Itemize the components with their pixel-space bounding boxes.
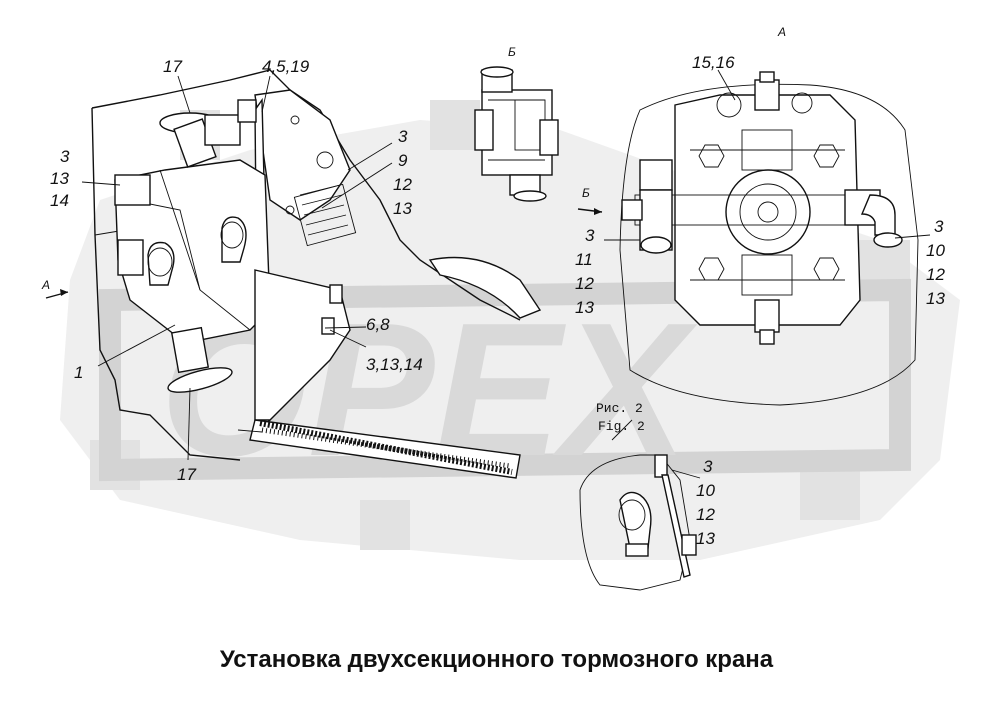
callout-6-8: 6,8 bbox=[366, 315, 390, 334]
figure-ref-en: Fig. 2 bbox=[598, 419, 645, 434]
figure-ref-ru: Рис. 2 bbox=[596, 401, 643, 416]
callout-15-16: 15,16 bbox=[692, 53, 735, 72]
callout-11-r1: 11 bbox=[575, 250, 593, 269]
view-a-drawing: A Б bbox=[577, 25, 919, 406]
callout-3-left: 3 bbox=[60, 147, 70, 166]
view-b-arrow-label: Б bbox=[582, 186, 590, 200]
leader-lines-left bbox=[81, 75, 393, 461]
leader-lines-right bbox=[604, 69, 931, 479]
view-b-drawing: Б bbox=[474, 45, 559, 202]
main-assembly-drawing: A bbox=[41, 69, 542, 479]
callout-1: 1 bbox=[74, 363, 83, 382]
callout-14-left: 14 bbox=[50, 191, 69, 210]
callout-3-r1: 3 bbox=[585, 226, 595, 245]
callout-4-5-19: 4,5,19 bbox=[262, 57, 310, 76]
view-a-title: A bbox=[777, 25, 786, 39]
callout-13-r2: 13 bbox=[926, 289, 945, 308]
callout-13-left: 13 bbox=[50, 169, 69, 188]
view-b-title: Б bbox=[508, 45, 516, 59]
callout-9-mid: 9 bbox=[398, 151, 408, 170]
callout-3-r3: 3 bbox=[703, 457, 713, 476]
diagram-caption: Установка двухсекционного тормозного кра… bbox=[219, 646, 774, 673]
callout-3-r2: 3 bbox=[934, 217, 944, 236]
callout-17-bottom: 17 bbox=[177, 465, 196, 484]
fig2-detail-drawing: Рис. 2 Fig. 2 3 10 12 13 bbox=[579, 401, 715, 591]
callouts-left: 17 4,5,19 3 13 14 3 9 12 13 6,8 3,13,14 … bbox=[50, 57, 423, 484]
callout-13-mid: 13 bbox=[393, 199, 412, 218]
callout-17-top: 17 bbox=[163, 57, 182, 76]
callout-12-r2: 12 bbox=[926, 265, 945, 284]
callout-13-r1: 13 bbox=[575, 298, 594, 317]
callout-3-mid: 3 bbox=[398, 127, 408, 146]
callout-10-r2: 10 bbox=[926, 241, 945, 260]
callout-3-13-14: 3,13,14 bbox=[366, 355, 423, 374]
callouts-right: 15,16 3 11 12 13 3 10 12 13 bbox=[575, 53, 945, 317]
callout-12-r3: 12 bbox=[696, 505, 715, 524]
callout-12-mid: 12 bbox=[393, 175, 412, 194]
hatched-strip bbox=[249, 419, 521, 479]
view-a-arrow-label: A bbox=[41, 278, 50, 292]
callout-13-r3: 13 bbox=[696, 529, 715, 548]
callout-10-r3: 10 bbox=[696, 481, 715, 500]
callout-12-r1: 12 bbox=[575, 274, 594, 293]
